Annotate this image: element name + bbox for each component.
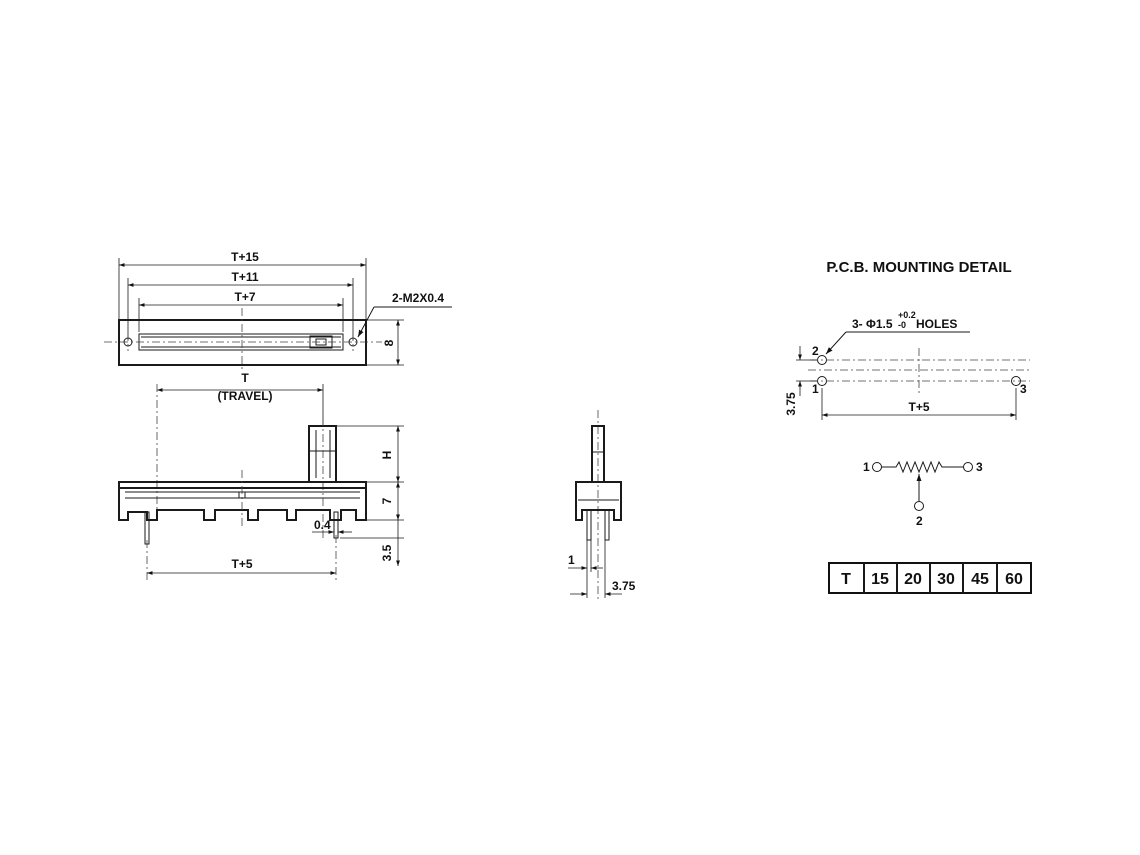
top-body-outline bbox=[118, 319, 367, 366]
schematic-pin3-label: 3 bbox=[976, 460, 983, 474]
travel-table-cell: 60 bbox=[1005, 571, 1023, 588]
dim-inner-label: T+7 bbox=[234, 290, 255, 304]
body-height-label: 7 bbox=[380, 497, 394, 504]
side-body bbox=[575, 481, 622, 521]
travel-table: T 15 20 30 45 60 bbox=[828, 562, 1032, 594]
screw-callout-label: 2-M2X0.4 bbox=[392, 291, 444, 305]
side-knob bbox=[591, 425, 605, 482]
travel-table-cell: 45 bbox=[971, 571, 989, 588]
holes-tol-minus-label: -0 bbox=[898, 320, 906, 330]
pin-gap-label: 0.4 bbox=[314, 518, 331, 532]
resistor-zigzag bbox=[881, 460, 964, 474]
holes-suffix-label: HOLES bbox=[916, 317, 957, 331]
travel-note-label: (TRAVEL) bbox=[217, 389, 272, 403]
dim-mid-label: T+11 bbox=[231, 270, 258, 284]
schematic-terminal-3 bbox=[963, 462, 973, 472]
travel-table-cell: 30 bbox=[937, 571, 955, 588]
front-view: T (TRAVEL) T+5 0.4 bbox=[118, 371, 404, 580]
schematic-terminal-1 bbox=[872, 462, 882, 472]
pcb-pitch-label: 3.75 bbox=[784, 392, 798, 416]
schematic-terminal-2 bbox=[914, 501, 924, 511]
top-height-label: 8 bbox=[382, 339, 396, 346]
travel-table-header: T bbox=[841, 571, 851, 588]
holes-tol-plus-label: +0.2 bbox=[898, 310, 916, 320]
front-knob bbox=[308, 425, 337, 483]
front-pin-right bbox=[333, 511, 339, 539]
knob-height-label: H bbox=[380, 451, 394, 460]
pcb-span-label: T+5 bbox=[908, 400, 929, 414]
pcb-pin3-label: 3 bbox=[1020, 382, 1027, 396]
pcb-pin1-label: 1 bbox=[812, 382, 819, 396]
pcb-pin2-label: 2 bbox=[812, 344, 819, 358]
travel-table-cell: 20 bbox=[904, 571, 922, 588]
holes-prefix-label: 3- Φ1.5 bbox=[852, 317, 893, 331]
pcb-title: P.C.B. MOUNTING DETAIL bbox=[826, 259, 1011, 276]
pcb-mounting-detail: P.C.B. MOUNTING DETAIL 3- Φ1.5 +0.2 -0 H… bbox=[784, 259, 1030, 420]
pin-length-label: 3.5 bbox=[380, 544, 394, 561]
front-body-top bbox=[118, 481, 367, 489]
side-pin-left bbox=[586, 509, 592, 541]
dim-total-label: T+15 bbox=[231, 250, 259, 264]
side-pin-width-label: 1 bbox=[568, 553, 575, 567]
side-pin-right bbox=[604, 509, 610, 541]
top-view: T+15 T+11 T+7 2-M2X0.4 8 bbox=[104, 250, 452, 370]
schematic-pin2-label: 2 bbox=[916, 514, 923, 528]
travel-table-cell: 15 bbox=[871, 571, 889, 588]
schematic-symbol: 1 3 2 bbox=[863, 460, 983, 528]
side-view: 1 3.75 bbox=[568, 410, 636, 600]
schematic-pin1-label: 1 bbox=[863, 460, 870, 474]
side-pin-spacing-label: 3.75 bbox=[612, 579, 636, 593]
pin-span-label: T+5 bbox=[231, 557, 252, 571]
front-body-lower bbox=[118, 488, 367, 521]
travel-dim-label: T bbox=[241, 371, 249, 385]
